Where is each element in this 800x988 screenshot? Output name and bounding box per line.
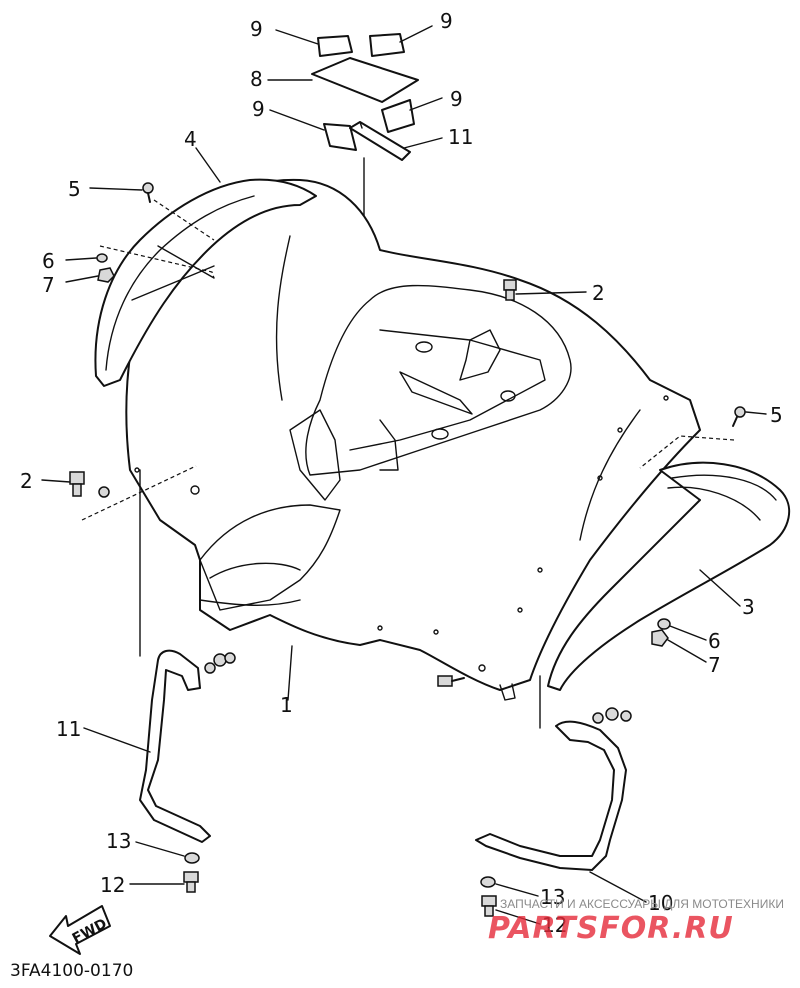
fender-flap-3 xyxy=(547,461,790,691)
watermark-tagline: ЗАПЧАСТИ И АКСЕССУАРЫ ДЛЯ МОТОТЕХНИКИ xyxy=(500,897,784,911)
callout-9d: 9 xyxy=(252,97,265,121)
callout-6a: 6 xyxy=(42,249,55,273)
fender-flap-4 xyxy=(94,178,317,387)
washer-13-left xyxy=(184,852,200,864)
callout-3: 3 xyxy=(742,595,755,619)
seat-pad-8 xyxy=(311,57,419,103)
bolt-2-upper xyxy=(503,279,517,301)
washer-13-right xyxy=(480,876,496,888)
bolt-center-lower xyxy=(437,675,465,687)
bolt-12-left xyxy=(183,871,199,893)
screw-5-right xyxy=(732,406,746,427)
callout-9a: 9 xyxy=(250,17,263,41)
fwd-arrow-icon: FWD xyxy=(49,905,111,955)
grab-bar-11-left xyxy=(139,649,236,843)
callout-7a: 7 xyxy=(42,273,55,297)
callout-11a: 11 xyxy=(448,125,473,149)
pad-9-mid-right xyxy=(381,99,415,133)
nut-7-left xyxy=(97,267,115,283)
bolt-12-right xyxy=(481,895,497,917)
pad-9-mid-left xyxy=(323,123,357,151)
callout-9c: 9 xyxy=(450,87,463,111)
callout-13b: 13 xyxy=(540,885,565,909)
washer-6-left xyxy=(96,253,108,263)
callout-1: 1 xyxy=(280,693,293,717)
callout-2b: 2 xyxy=(20,469,33,493)
nut-7-right xyxy=(651,629,669,647)
screw-5-left xyxy=(142,182,154,203)
diagram-code: 3FA4100-0170 xyxy=(10,961,133,981)
callout-10: 10 xyxy=(648,891,673,915)
rear-fender-1 xyxy=(125,178,701,701)
callout-8: 8 xyxy=(250,67,263,91)
callout-11b: 11 xyxy=(56,717,81,741)
callout-6b: 6 xyxy=(708,629,721,653)
bolt-2-left xyxy=(69,471,110,498)
callout-5a: 5 xyxy=(68,177,81,201)
pad-9-top-left xyxy=(317,35,353,57)
callout-7b: 7 xyxy=(708,653,721,677)
watermark-brand: PARTSFOR.RU xyxy=(488,911,734,946)
callout-12a: 12 xyxy=(100,873,125,897)
callout-2a: 2 xyxy=(592,281,605,305)
callout-13a: 13 xyxy=(106,829,131,853)
callout-4: 4 xyxy=(184,127,197,151)
pad-9-top-right xyxy=(369,33,405,57)
strip-11-top xyxy=(349,121,411,161)
grab-bar-10-right xyxy=(475,707,632,871)
washer-6-right xyxy=(657,618,671,630)
callout-12b: 12 xyxy=(542,913,567,937)
callout-5b: 5 xyxy=(770,403,783,427)
callout-9b: 9 xyxy=(440,9,453,33)
